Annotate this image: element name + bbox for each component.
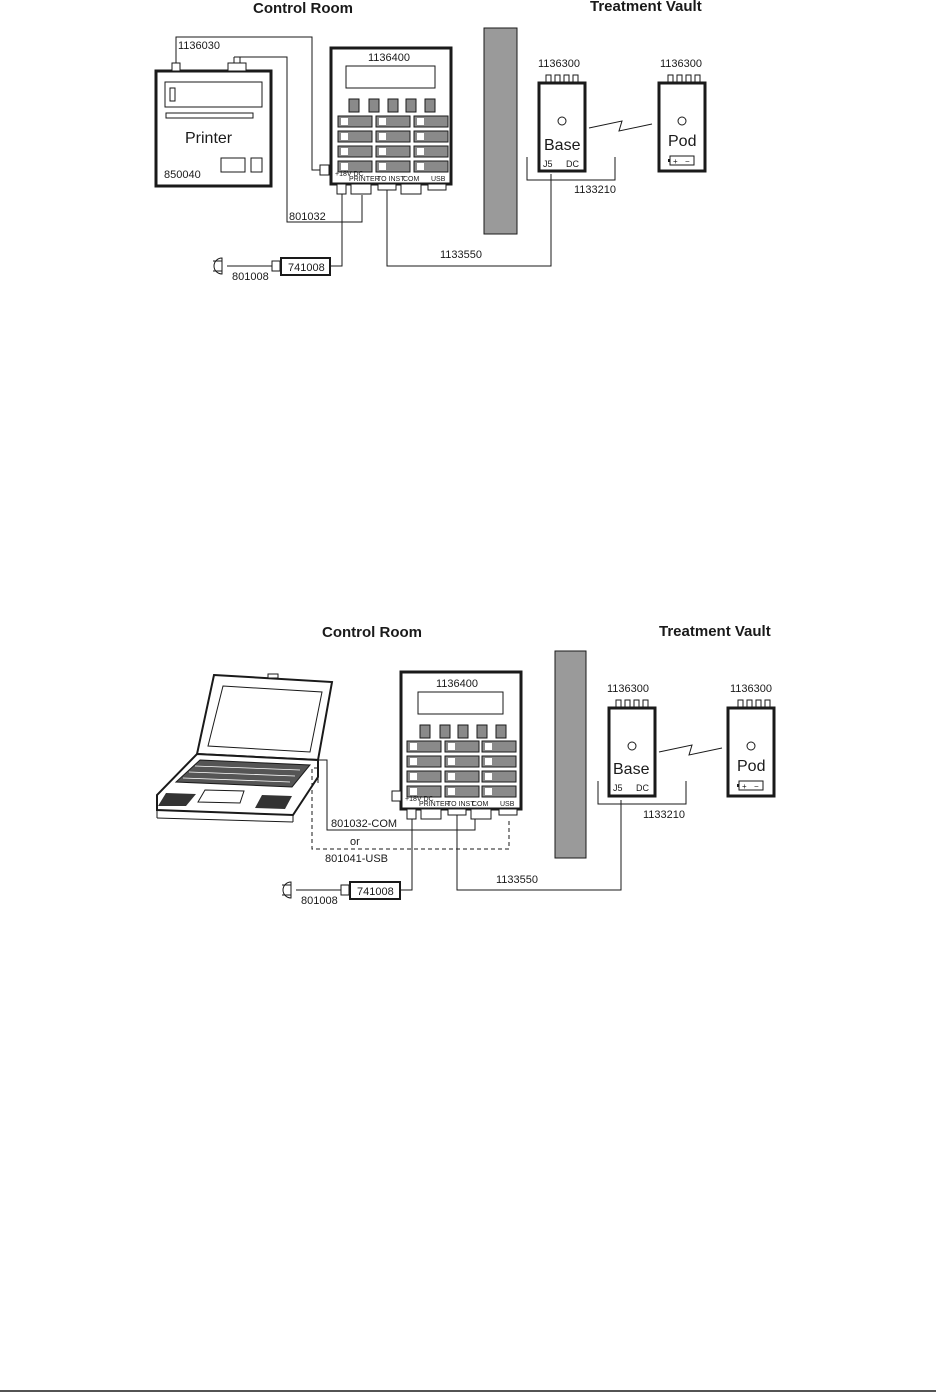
port-printer-label-2: PRINTER (419, 801, 450, 808)
console-side-port-2 (391, 790, 402, 802)
inst-cable (386, 174, 552, 267)
printer-data-port (227, 62, 247, 72)
vault-wall-2 (554, 650, 587, 859)
svg-text:−: − (685, 157, 690, 166)
pod-model: 1136300 (660, 58, 702, 70)
port-dc-label: +18V DC (335, 171, 364, 178)
pod-unit: 1136300 Pod + − (657, 58, 707, 173)
port-usb-label-2: USB (500, 801, 515, 808)
printer-power-cable (175, 36, 320, 171)
base-model-2: 1136300 (607, 683, 649, 695)
base-dc-label-2: DC (636, 783, 649, 793)
console-keypad (337, 115, 449, 173)
printer-indicator (169, 87, 176, 102)
svg-text:+: + (673, 157, 678, 166)
power-supply-2 (349, 881, 401, 900)
header-control-room-2: Control Room (322, 624, 422, 641)
printer-data-cable (234, 56, 363, 223)
com-cable (318, 759, 476, 831)
plug-icon-2 (282, 881, 292, 899)
pod-label: Pod (668, 133, 696, 150)
base-label: Base (544, 137, 581, 154)
pod-led (677, 116, 687, 126)
printer-button (220, 157, 246, 173)
inst-cable-label: 1133550 (440, 249, 482, 261)
usb-cable (311, 767, 510, 850)
base-unit: 1136300 Base J5 DC (537, 58, 587, 173)
console-model-2: 1136400 (436, 678, 478, 690)
printer-data-cable-label: 801032 (289, 211, 326, 223)
com-cable-label: 801032-COM (331, 818, 397, 830)
base-body (537, 81, 587, 173)
usb-cable-label: 801041-USB (325, 853, 388, 865)
diagram-printer-setup: Control Room Treatment Vault Printer 850… (154, 0, 707, 283)
power-cord-label: 801008 (232, 271, 269, 283)
console-keypad-2 (406, 740, 517, 798)
cradle-label-2: 1133210 (643, 809, 685, 821)
printer-paper-slot (164, 81, 263, 108)
printer-tray (165, 112, 254, 119)
pod-model-2: 1136300 (730, 683, 772, 695)
svg-text:+: + (742, 782, 747, 791)
printer-power-cable-label: 1136030 (178, 40, 220, 52)
wireless-link-icon (588, 120, 653, 132)
port-dc-label-2: +18V DC (405, 796, 434, 803)
console-model: 1136400 (368, 52, 410, 64)
printer-power-port (171, 62, 181, 72)
cradle-2 (597, 781, 687, 805)
base-j5-label-2: J5 (613, 783, 623, 793)
base-led-2 (627, 741, 637, 751)
plug-icon (213, 257, 223, 275)
laptop-icon (156, 673, 334, 823)
port-toinst-label-2: TO INST (447, 801, 475, 808)
printer-device: Printer 850040 (154, 57, 273, 188)
printer-model: 850040 (164, 169, 201, 181)
console-display-2 (417, 691, 504, 715)
inst-cable-label-2: 1133550 (496, 874, 538, 886)
cradle (526, 157, 616, 181)
base-label-2: Base (613, 761, 650, 778)
printer-button-small (250, 157, 263, 173)
header-control-room: Control Room (253, 0, 353, 17)
cradle-label: 1133210 (574, 184, 616, 196)
power-dc-cable-2 (400, 819, 413, 891)
port-com-label-2: COM (472, 801, 489, 808)
printer-label: Printer (185, 130, 233, 147)
port-toinst-label: TO INST (377, 176, 405, 183)
console-unit: 1136400 +18V DC PRINTER (319, 46, 453, 195)
base-dc-label: DC (566, 159, 579, 169)
power-cord-label-2: 801008 (301, 895, 338, 907)
power-supply (280, 257, 331, 276)
port-usb-label: USB (431, 176, 446, 183)
diagram-laptop-setup: Control Room Treatment Vault 801032-COM (156, 623, 776, 907)
pod-unit-2: 1136300 Pod + − (726, 683, 776, 798)
header-treatment-vault: Treatment Vault (590, 0, 702, 15)
svg-text:−: − (754, 782, 759, 791)
power-dc-cable (330, 194, 343, 267)
console-side-port (319, 164, 330, 176)
port-com-label: COM (403, 176, 420, 183)
base-body-2 (607, 706, 657, 798)
base-unit-2: 1136300 Base J5 DC (607, 683, 657, 798)
pod-led-2 (746, 741, 756, 751)
pod-label-2: Pod (737, 758, 765, 775)
wireless-link-icon-2 (658, 744, 723, 756)
base-led (557, 116, 567, 126)
inst-cable-2 (456, 800, 622, 891)
vault-wall (483, 27, 518, 235)
console-top-buttons (348, 98, 436, 113)
power-supply-label-2: 741008 (357, 886, 394, 898)
console-display (345, 65, 436, 89)
or-label: or (350, 836, 360, 848)
power-supply-label: 741008 (288, 262, 325, 274)
console-unit-2: 1136400 +18V DC PRINTER (391, 670, 523, 820)
port-printer-label: PRINTER (349, 176, 380, 183)
base-j5-label: J5 (543, 159, 553, 169)
header-treatment-vault-2: Treatment Vault (659, 623, 771, 640)
console-top-buttons-2 (419, 724, 507, 739)
base-model: 1136300 (538, 58, 580, 70)
